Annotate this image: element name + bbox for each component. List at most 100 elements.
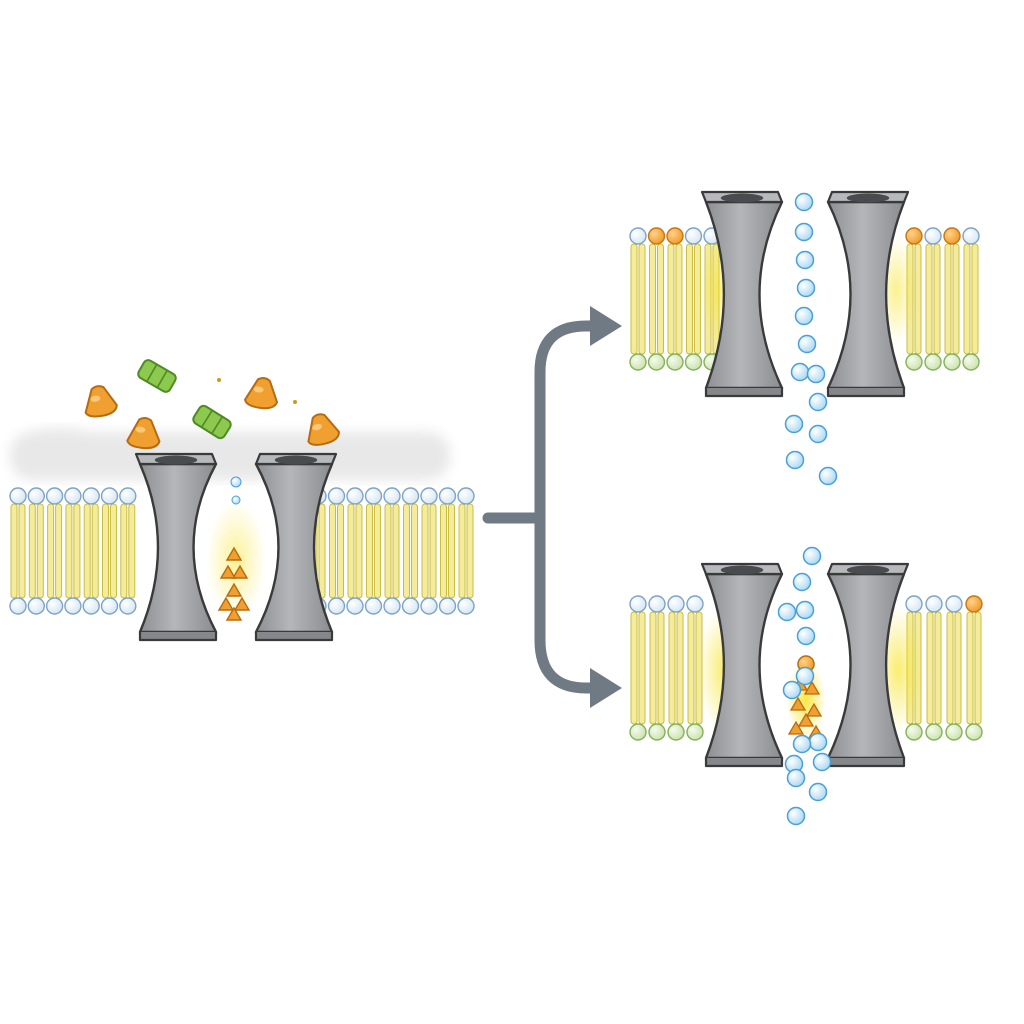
lipid-tail <box>971 243 979 355</box>
lipid <box>9 487 27 615</box>
ion <box>231 495 241 505</box>
channel-base <box>254 632 334 642</box>
ligand-body <box>307 413 340 446</box>
lipid-head-bottom <box>119 597 137 615</box>
lipid-head-bottom <box>629 353 647 371</box>
ion <box>792 572 812 592</box>
ligand-body <box>84 385 118 418</box>
lipid-head-top <box>82 487 100 505</box>
lipid-head-bottom <box>686 723 704 741</box>
ion <box>818 466 838 486</box>
blocker-fragment <box>787 720 805 735</box>
lipid-tail <box>392 503 400 599</box>
channel-opening <box>846 193 890 203</box>
channel-subunit-left <box>700 190 784 398</box>
lipid-head-top <box>965 595 983 613</box>
lipid-head-bottom <box>965 723 983 741</box>
pore-contents <box>217 476 251 621</box>
lipid-head-top <box>962 227 980 245</box>
ligand-green <box>137 359 177 393</box>
channel-base <box>704 388 784 398</box>
channel-base <box>138 632 218 642</box>
lipid-tail <box>429 503 437 599</box>
lipid <box>666 227 684 371</box>
ion <box>784 414 804 434</box>
channel-opening <box>154 455 198 465</box>
lipid-tail <box>318 503 326 599</box>
channel-opening <box>274 455 318 465</box>
ion <box>812 752 832 772</box>
debris-dot <box>293 400 297 404</box>
lipid-tail <box>120 503 128 599</box>
lipid-tail <box>28 503 36 599</box>
ligand-body <box>192 404 232 440</box>
blocker-fragment <box>231 564 249 579</box>
lipid-head-bottom <box>457 597 475 615</box>
blocker-fragment <box>789 696 807 711</box>
lipid <box>383 487 401 615</box>
lipid-head-top <box>647 227 666 245</box>
lipid-head-bottom <box>420 597 438 615</box>
lipid-head-top <box>27 487 45 505</box>
lipid-tail <box>411 503 418 599</box>
ion <box>794 306 814 326</box>
lipid-tail <box>102 503 109 599</box>
lipid-tail <box>667 243 675 355</box>
ion <box>795 666 815 686</box>
ion <box>808 782 828 802</box>
ion <box>794 222 814 242</box>
channel-base <box>826 388 906 398</box>
lipid-tail <box>974 611 982 725</box>
lipid-head-top <box>905 595 923 613</box>
lipid-head-bottom <box>629 723 647 741</box>
ligand-green <box>192 404 232 440</box>
ion <box>795 600 815 620</box>
lipid-head-bottom <box>383 597 401 615</box>
lipid-head-bottom <box>962 353 980 371</box>
lipid <box>457 487 475 615</box>
lipid-tail <box>366 503 373 599</box>
ligands <box>84 359 340 450</box>
lipid-tail <box>954 611 962 725</box>
lipid-head-bottom <box>905 723 923 741</box>
lipid-head-bottom <box>364 597 383 615</box>
lipid-tail <box>466 503 474 599</box>
lipid-tail <box>676 611 684 725</box>
lipid <box>629 595 647 741</box>
lipid-tail <box>440 503 447 599</box>
channel-base <box>826 758 906 768</box>
lipid <box>943 227 961 371</box>
lipid-tail <box>47 503 55 599</box>
lipid-head-bottom <box>64 597 82 615</box>
blocker-fragment <box>225 546 243 561</box>
lipid <box>684 227 703 371</box>
ion <box>808 732 828 752</box>
cloud-shape <box>10 428 110 472</box>
ion <box>786 806 806 826</box>
lipid <box>45 487 64 615</box>
lipid-tail <box>329 503 336 599</box>
lipid-head-top <box>100 487 119 505</box>
blocker-fragment <box>217 596 235 611</box>
lipid <box>346 487 364 615</box>
lipid <box>401 487 420 615</box>
channel-body <box>138 462 218 634</box>
lipid-tail <box>355 503 363 599</box>
lipid-tail <box>128 503 136 599</box>
channel-opening <box>846 565 890 575</box>
ion <box>790 362 810 382</box>
ligand-orange <box>244 377 279 410</box>
ligand-body <box>126 417 161 450</box>
channel-opening <box>720 193 764 203</box>
blocker-fragment <box>225 582 243 597</box>
lipid-tail <box>933 243 941 355</box>
lipid-tail <box>374 503 381 599</box>
lipid-head-bottom <box>647 353 666 371</box>
ion <box>792 734 812 754</box>
cloud-shape <box>330 432 450 472</box>
lipid-head-bottom <box>346 597 364 615</box>
lipid-tail <box>687 611 695 725</box>
lipid <box>965 595 983 741</box>
lipid-head-bottom <box>82 597 100 615</box>
